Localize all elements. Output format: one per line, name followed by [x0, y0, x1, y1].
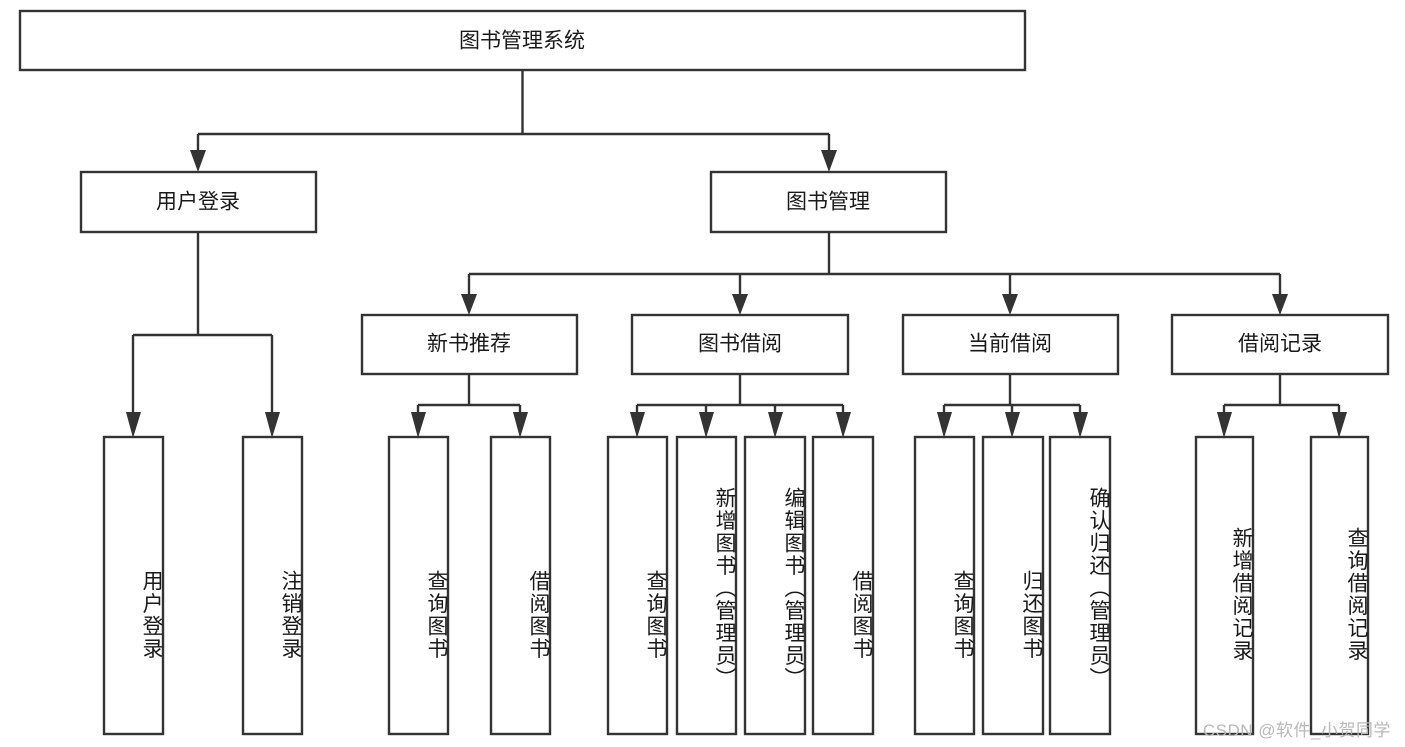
arrow-user-login-leaf-1 — [126, 412, 141, 438]
arrow-user-login-leaf-2 — [265, 412, 280, 438]
node-current-borrow-box[interactable] — [901, 313, 1120, 376]
arrow-root-to-book-manage — [821, 150, 837, 172]
node-book-manage[interactable]: 图书管理 — [709, 170, 948, 234]
arrow-record-leaf-2 — [1332, 412, 1347, 438]
arrow-bm-to-recommend — [461, 294, 477, 315]
arrow-borrow-leaf-1 — [630, 412, 645, 438]
leaf-add-book-box[interactable] — [675, 435, 738, 736]
connector-layer — [126, 70, 1347, 438]
leaf-user-login-box[interactable] — [102, 435, 165, 736]
node-book-borrow-box[interactable] — [630, 313, 850, 376]
arrow-borrow-leaf-2 — [699, 412, 714, 438]
leaf-query-book-2-box[interactable] — [606, 435, 669, 736]
node-user-login[interactable]: 用户登录 — [79, 170, 318, 234]
arrow-borrow-leaf-4 — [836, 412, 851, 438]
node-book-borrow-label: 图书借阅 — [698, 333, 782, 356]
node-book-manage-label: 图书管理 — [786, 191, 870, 214]
node-user-login-box[interactable] — [79, 170, 318, 234]
leaf-query-book-1-box[interactable] — [387, 435, 450, 736]
node-book-borrow[interactable]: 图书借阅 — [630, 313, 850, 376]
node-borrow-record-label: 借阅记录 — [1238, 333, 1322, 356]
arrow-current-leaf-2 — [1005, 412, 1020, 438]
arrow-recommend-leaf-1 — [411, 412, 426, 438]
node-borrow-record[interactable]: 借阅记录 — [1170, 313, 1390, 376]
arrow-root-to-user-login — [190, 150, 206, 172]
arrow-recommend-leaf-2 — [513, 412, 528, 438]
leaf-logout-login-box[interactable] — [241, 435, 304, 736]
node-user-login-label: 用户登录 — [156, 191, 240, 214]
arrow-borrow-leaf-3 — [768, 412, 783, 438]
node-root-label: 图书管理系统 — [459, 30, 585, 53]
leaf-query-book-3-box[interactable] — [913, 435, 976, 736]
watermark-text: CSDN @软件_小贺同学 — [1202, 721, 1391, 740]
leaf-add-record-box[interactable] — [1194, 435, 1255, 736]
leaf-boxes-layer — [102, 435, 1370, 736]
node-new-book-recommend[interactable]: 新书推荐 — [360, 313, 579, 376]
arrow-bm-to-borrow — [732, 294, 748, 315]
node-current-borrow-label: 当前借阅 — [968, 333, 1052, 356]
arrow-bm-to-current — [1002, 294, 1018, 315]
leaf-query-record-box[interactable] — [1309, 435, 1370, 736]
node-root-box[interactable] — [18, 9, 1027, 72]
leaf-borrow-book-1-box[interactable] — [489, 435, 552, 736]
leaf-confirm-return-box[interactable] — [1048, 435, 1112, 736]
node-current-borrow[interactable]: 当前借阅 — [901, 313, 1120, 376]
leaf-edit-book-box[interactable] — [743, 435, 807, 736]
leaf-return-book-box[interactable] — [981, 435, 1045, 736]
node-root[interactable]: 图书管理系统 — [18, 9, 1027, 72]
node-new-book-recommend-label: 新书推荐 — [427, 333, 511, 356]
leaf-borrow-book-2-box[interactable] — [811, 435, 875, 736]
arrow-record-leaf-1 — [1217, 412, 1232, 438]
arrow-current-leaf-1 — [937, 412, 952, 438]
arrow-bm-to-record — [1272, 294, 1288, 315]
node-book-manage-box[interactable] — [709, 170, 948, 234]
arrow-current-leaf-3 — [1073, 412, 1088, 438]
node-new-book-recommend-box[interactable] — [360, 313, 579, 376]
node-borrow-record-box[interactable] — [1170, 313, 1390, 376]
